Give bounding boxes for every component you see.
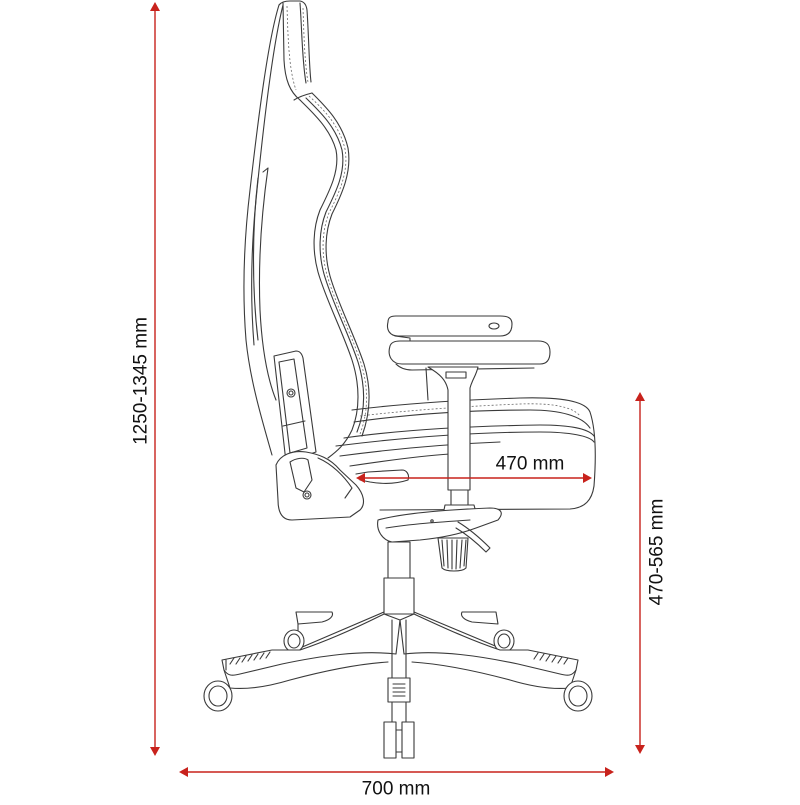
backrest bbox=[243, 0, 370, 459]
seat bbox=[335, 397, 596, 511]
gas-lift bbox=[383, 541, 415, 615]
base-width-label: 700 mm bbox=[361, 778, 431, 800]
dimension-total-height bbox=[150, 2, 160, 756]
seat-height-label: 470-565 mm bbox=[646, 498, 668, 606]
star-base bbox=[203, 611, 593, 759]
seat-depth-label: 470 mm bbox=[495, 453, 565, 475]
dimension-seat-depth bbox=[356, 473, 592, 483]
armrests bbox=[386, 315, 551, 521]
tilt-mechanism bbox=[377, 507, 502, 572]
dimension-seat-height bbox=[635, 392, 645, 754]
dimension-base-width bbox=[179, 767, 614, 777]
recline-bracket bbox=[273, 350, 365, 521]
total-height-label: 1250-1345 mm bbox=[130, 317, 152, 445]
